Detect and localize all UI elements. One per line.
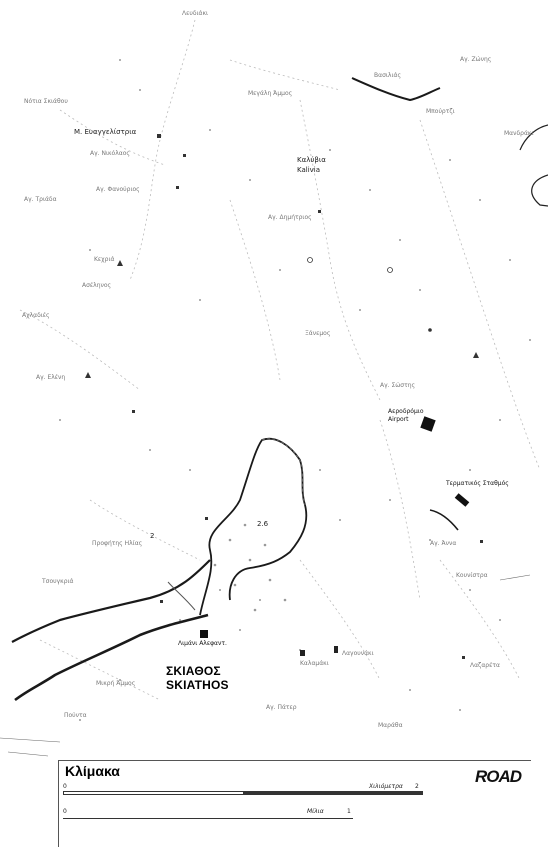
road-west[interactable] — [14, 613, 209, 702]
brand-logo: ROAD — [474, 767, 522, 786]
label-xanemos: Ξάνεμος — [305, 330, 331, 337]
label-mandraki: Μανδράκι — [504, 130, 534, 137]
label-route-26: 2.6 — [257, 520, 269, 528]
label-kalyvia-latin: Kalivia — [297, 166, 321, 174]
label-tsougria: Τσουγκριά — [42, 578, 74, 585]
label-plakes: Αγ. Νικόλαος — [90, 150, 130, 157]
label-zen: Λαγουνάκι — [342, 650, 374, 657]
label-mikri: Μικρή Άμμος — [96, 680, 136, 687]
road-north[interactable] — [351, 77, 441, 102]
label-liki: Λαζαρέτα — [470, 662, 500, 669]
label-harbour: Λιμάνι Αλεφαντ. — [178, 640, 227, 647]
label-asselinos: Ασέληνος — [82, 282, 112, 289]
mi-scale-label: Μίλια — [307, 808, 324, 815]
road-west-upper[interactable] — [11, 559, 211, 643]
ferry-symbol[interactable] — [454, 493, 470, 507]
airport-symbol[interactable] — [420, 416, 436, 432]
label-kalamaki: Καλαμάκι — [300, 660, 329, 667]
coast-ticks — [0, 574, 531, 757]
town-name-greek[interactable]: ΣΚΙΑΘΟΣ — [166, 664, 221, 678]
coastline — [519, 124, 548, 207]
label-top-north: Λευδιάκι — [182, 10, 209, 17]
dirt-tracks — [19, 19, 541, 701]
label-ferry: Τερματικός Σταθμός — [446, 480, 509, 487]
label-punta: Αγ. Σώστης — [380, 382, 416, 389]
km-scale-zero: 0 — [63, 783, 67, 790]
km-scale-fill — [243, 791, 423, 795]
road-loop[interactable] — [199, 437, 308, 616]
label-ag-anna: Αγ. Άννα — [430, 540, 457, 547]
km-scale-max: 2 — [415, 783, 419, 790]
road-east[interactable] — [429, 509, 459, 531]
mi-scale-bar — [63, 817, 353, 819]
label-ag-kyriaki: Μ. Ευαγγελίστρια — [74, 128, 137, 136]
label-kanapitsa: Αγ. Φανούριος — [96, 186, 140, 193]
label-vasilias: Βασιλιάς — [374, 72, 401, 79]
harbour-symbol[interactable] — [200, 630, 208, 638]
label-ag-paraskevi: Αγ. Τριάδα — [24, 196, 57, 203]
label-koukounaries: Νότια Σκιάθου — [24, 98, 68, 105]
label-kounistra: Κουνίστρα — [456, 572, 488, 579]
scale-legend: Κλίμακα 0 Χιλιόμετρα 2 0 Μίλια 1 ROAD — [58, 760, 531, 847]
legend-title: Κλίμακα — [65, 763, 120, 779]
label-achladies: Αχλαδιές — [22, 312, 50, 319]
label-ag-fokas: Αγ. Δημήτριος — [268, 214, 312, 221]
km-scale-label: Χιλιόμετρα — [369, 783, 403, 790]
label-kehria: Κεχριά — [94, 256, 115, 263]
label-bourtzi: Αγ. Πάτερ — [266, 704, 297, 711]
mi-scale-max: 1 — [347, 808, 351, 815]
road-loop-inner — [261, 438, 306, 506]
feature-symbols — [85, 134, 483, 659]
mi-scale-zero: 0 — [63, 808, 67, 815]
label-top-right: Αγ. Ζώνης — [460, 56, 492, 63]
label-airport: Αεροδρόμιο — [388, 408, 424, 415]
label-kalyvia: Καλύβια — [297, 156, 326, 164]
label-pounta: Πούντα — [64, 712, 87, 719]
terrain-dots — [59, 59, 531, 721]
label-agia-eleni: Αγ. Ελένη — [36, 374, 66, 381]
label-megali-ammos: Μεγάλη Άμμος — [248, 90, 293, 97]
label-profitis-ilias: Προφήτης Ηλίας — [92, 540, 143, 547]
label-troulos: Μπούρτζι — [426, 108, 455, 115]
label-mafes: Μαράθα — [378, 722, 403, 729]
town-name-latin[interactable]: SKIATHOS — [166, 678, 229, 692]
label-route-2: 2 — [150, 532, 155, 540]
road-west-link — [167, 581, 196, 611]
label-airport-latin: Airport — [388, 416, 409, 423]
